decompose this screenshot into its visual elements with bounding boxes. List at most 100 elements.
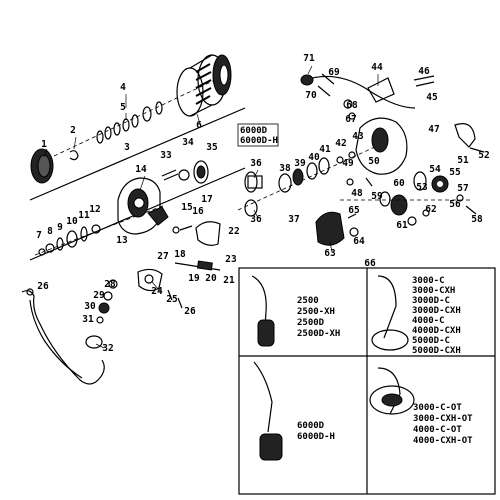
part-number-label: 55 (449, 167, 461, 178)
handle-arm-part (21, 288, 105, 385)
part-number-label: 38 (279, 163, 291, 174)
part-number-label: 45 (426, 92, 438, 103)
part-number-label: 46 (418, 66, 430, 77)
part-number-label: 69 (328, 67, 340, 78)
part-number-label: 52 (478, 150, 489, 161)
model-label: 5000D-C (412, 336, 450, 346)
part-number-label: 11 (78, 210, 90, 221)
part-number-label: 50 (368, 156, 380, 167)
part-number-label: 12 (89, 204, 100, 215)
part-number-label: 2 (70, 125, 76, 136)
part-number-label: 14 (135, 164, 147, 175)
part-number-label: 48 (351, 188, 363, 199)
part-number-label: 15 (181, 202, 193, 213)
rotor-group (237, 73, 485, 246)
model-label: 5000D-CXH (412, 346, 461, 356)
part-number-label: 41 (319, 144, 331, 155)
clip-part (69, 150, 79, 161)
spool-group (30, 54, 232, 184)
part-number-label: 20 (205, 273, 217, 284)
part-number-label: 42 (335, 138, 346, 149)
spool-part (176, 54, 232, 117)
part-number-label: 26 (184, 306, 196, 317)
model-label: 3000-C (412, 276, 445, 286)
part-number-label: 31 (82, 314, 94, 325)
part-number-label: 66 (364, 258, 376, 269)
part-number-label: 22 (228, 226, 239, 237)
part-number-label: 6 (196, 120, 202, 131)
part-number-label: 1 (41, 139, 47, 150)
part-number-label: 25 (166, 294, 178, 305)
part-number-label: 61 (396, 220, 408, 231)
part-number-label: 7 (36, 230, 42, 241)
gear-housing-part (117, 177, 169, 235)
model-label: 2500-XH (297, 307, 335, 317)
part-number-label: 57 (457, 183, 468, 194)
part-number-label: 40 (308, 152, 320, 163)
part-number-label: 24 (151, 286, 163, 297)
leader-lines (43, 65, 379, 349)
panel-top-right-labels: 3000-C 3000-CXH 3000D-C 3000D-CXH 4000-C… (412, 276, 461, 356)
part-number-label: 65 (348, 205, 360, 216)
part-number-label: 13 (116, 235, 128, 246)
part-number-label: 17 (201, 194, 212, 205)
model-label: 2500D-XH (297, 329, 340, 339)
part-number-label: 63 (324, 248, 336, 259)
part-number-label: 4 (120, 82, 126, 93)
part-number-label: 27 (157, 251, 168, 262)
part-number-label: 29 (93, 290, 105, 301)
part-number-label: 67 (345, 114, 356, 125)
part-number-label: 21 (223, 275, 235, 286)
part-number-label: 37 (288, 214, 299, 225)
part-number-label: 56 (449, 199, 461, 210)
model-label: 4000-C (412, 316, 445, 326)
part-number-label: 18 (174, 249, 186, 260)
model-label: 4000-CXH-OT (413, 436, 473, 446)
part-number-label: 35 (206, 142, 218, 153)
model-label: 6000D-H (297, 432, 335, 442)
part-number-label: 68 (346, 100, 358, 111)
part-number-label: 8 (47, 226, 53, 237)
model-note-line-1: 6000D (240, 126, 268, 136)
part-number-label: 39 (294, 158, 306, 169)
model-label: 3000D-C (412, 296, 450, 306)
part-number-label: 36 (250, 158, 262, 169)
model-panels (238, 267, 496, 495)
part-number-label: 71 (303, 53, 315, 64)
model-note-line-2: 6000D-H (240, 136, 278, 146)
part-number-label: 26 (37, 281, 49, 292)
part-number-label: 53 (416, 182, 428, 193)
model-label: 3000-CXH (412, 286, 455, 296)
part-number-label: 32 (102, 343, 113, 354)
model-label: 3000-C-OT (413, 403, 462, 413)
panel-bottom-right-labels: 3000-C-OT 3000-CXH-OT 4000-C-OT 4000-CXH… (413, 403, 473, 446)
part-number-label: 16 (192, 206, 204, 217)
part-number-label: 60 (393, 178, 405, 189)
part-number-label: 34 (182, 137, 194, 148)
part-number-label: 10 (66, 216, 78, 227)
part-number-label: 30 (84, 301, 96, 312)
body-group (21, 160, 221, 385)
part-number-label: 58 (471, 214, 483, 225)
model-note: 6000D 6000D-H (237, 123, 279, 147)
part-number-label: 9 (57, 222, 63, 233)
separator-upper (29, 107, 246, 201)
part-number-label: 54 (429, 164, 441, 175)
part-number-label: 44 (371, 62, 383, 73)
model-label: 2500D (297, 318, 325, 328)
model-label: 2500 (297, 296, 319, 306)
part-number-label: 62 (425, 204, 436, 215)
part-number-label: 43 (352, 131, 364, 142)
part-number-label: 51 (457, 155, 469, 166)
rotor-cup-part (315, 211, 345, 246)
model-label: 4000D-CXH (412, 326, 461, 336)
part-number-label: 64 (353, 236, 365, 247)
part-number-label: 23 (225, 254, 237, 265)
model-label: 4000-C-OT (413, 425, 462, 435)
part-number-label: 59 (371, 191, 383, 202)
part-number-label: 28 (104, 279, 116, 290)
model-label: 6000D (297, 421, 325, 431)
